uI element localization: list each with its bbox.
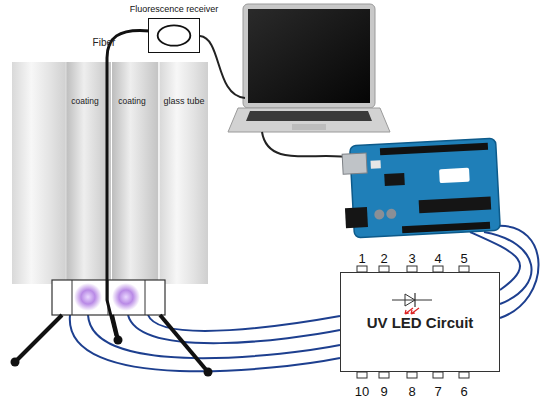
leg-foot bbox=[204, 368, 213, 377]
leg-foot bbox=[11, 358, 20, 367]
receiver-lens bbox=[149, 19, 199, 52]
wire bbox=[128, 315, 340, 343]
glass-tube bbox=[160, 62, 208, 284]
ic-pin bbox=[379, 372, 389, 378]
ic-pin bbox=[407, 372, 417, 378]
capacitor bbox=[374, 209, 385, 220]
wire bbox=[496, 226, 539, 318]
diode-symbol bbox=[405, 294, 415, 306]
base-divider bbox=[145, 280, 146, 315]
microcontroller-chip bbox=[419, 197, 492, 214]
pin-number: 8 bbox=[408, 384, 415, 399]
base-divider bbox=[72, 280, 73, 315]
coated-tube bbox=[66, 62, 111, 284]
tube-edge bbox=[66, 62, 67, 284]
pin-number: 4 bbox=[434, 251, 441, 266]
tripod-leg bbox=[15, 315, 62, 362]
wire bbox=[148, 315, 340, 331]
coated-tube bbox=[112, 62, 158, 284]
uv-led-glow bbox=[112, 283, 140, 311]
wire bbox=[70, 315, 340, 371]
wire bbox=[88, 315, 340, 358]
optical-fiber bbox=[107, 30, 150, 336]
circuit-box: UV LED Circuit bbox=[340, 272, 500, 372]
pin-number: 1 bbox=[358, 251, 365, 266]
part-label: coating bbox=[118, 96, 145, 106]
usb-cable bbox=[200, 36, 245, 98]
laptop-trackpad bbox=[292, 124, 326, 130]
pin-number: 6 bbox=[460, 384, 467, 399]
pin-number: 7 bbox=[434, 384, 441, 399]
glass-tube bbox=[12, 62, 67, 284]
laptop-base bbox=[228, 108, 390, 132]
capacitor bbox=[386, 209, 397, 220]
receiver-box: Fluorescence receiver bbox=[148, 18, 200, 53]
logo-plate bbox=[439, 168, 470, 184]
part-label: coating bbox=[71, 96, 98, 106]
power-jack bbox=[345, 207, 368, 228]
part-label: glass tube bbox=[163, 96, 204, 106]
pin-number: 5 bbox=[460, 251, 467, 266]
pin-header bbox=[402, 222, 490, 234]
usb-port bbox=[342, 153, 367, 174]
ic-pin bbox=[357, 372, 367, 378]
chip bbox=[384, 173, 405, 186]
node-title: UV LED Circuit bbox=[367, 314, 474, 331]
lens-ellipse bbox=[158, 25, 191, 45]
emission-arrow bbox=[411, 308, 419, 314]
node-heading: Fluorescence receiver bbox=[130, 4, 219, 14]
board-pcb bbox=[350, 138, 501, 238]
uv-led-glow bbox=[74, 283, 102, 311]
usb-cable bbox=[262, 132, 352, 158]
diode-lead bbox=[392, 300, 432, 301]
arduino-board bbox=[342, 138, 501, 238]
ic-pin bbox=[433, 372, 443, 378]
leg-foot bbox=[114, 336, 123, 345]
tube-edge bbox=[159, 62, 160, 284]
pin-number: 3 bbox=[408, 251, 415, 266]
pin-number: 9 bbox=[380, 384, 387, 399]
part-label: Fiber bbox=[93, 37, 116, 48]
pin-header bbox=[380, 143, 488, 156]
reset-button bbox=[371, 160, 381, 169]
ic-pin bbox=[459, 372, 469, 378]
diode-bar bbox=[414, 293, 415, 307]
circuit-body bbox=[340, 272, 500, 372]
pin-number: 10 bbox=[355, 384, 369, 399]
pin-number: 2 bbox=[380, 251, 387, 266]
tripod-leg bbox=[160, 315, 208, 372]
laptop-screen bbox=[248, 9, 370, 103]
laptop-lid bbox=[243, 4, 375, 108]
laptop-keyboard bbox=[246, 111, 372, 121]
